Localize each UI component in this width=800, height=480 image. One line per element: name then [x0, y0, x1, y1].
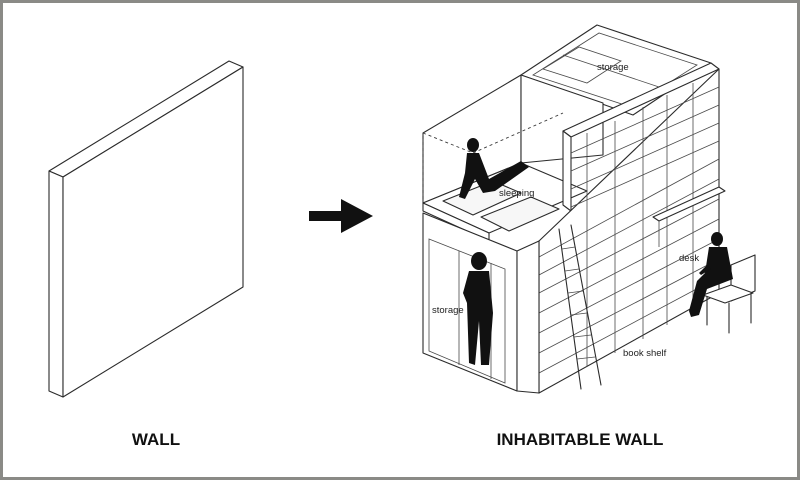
label-book-shelf: book shelf — [623, 348, 667, 359]
label-storage-closet: storage — [432, 305, 464, 316]
person-standing-icon — [463, 252, 493, 365]
label-sleeping: sleeping — [499, 188, 534, 199]
ladder — [558, 224, 602, 390]
label-storage-top: storage — [597, 62, 629, 73]
wall-front-face — [62, 66, 244, 398]
caption-wall: WALL — [132, 430, 180, 449]
person-seated-icon — [689, 232, 733, 317]
inhabitable-wall — [422, 24, 756, 394]
person-reclining-icon — [459, 138, 529, 199]
plain-wall — [48, 60, 244, 398]
desk-board — [652, 186, 726, 222]
arrow-right-icon — [309, 199, 373, 233]
bookshelf-block — [538, 62, 726, 394]
chair — [702, 254, 756, 334]
wall-diagram: storage sleeping desk storage book shelf… — [48, 24, 756, 449]
label-desk: desk — [679, 253, 699, 264]
mattress-left — [442, 180, 522, 216]
mattress-right — [480, 196, 560, 232]
caption-inhabitable-wall: INHABITABLE WALL — [497, 430, 664, 449]
shelf-grid — [538, 83, 720, 374]
wall-edge-face — [48, 170, 64, 398]
